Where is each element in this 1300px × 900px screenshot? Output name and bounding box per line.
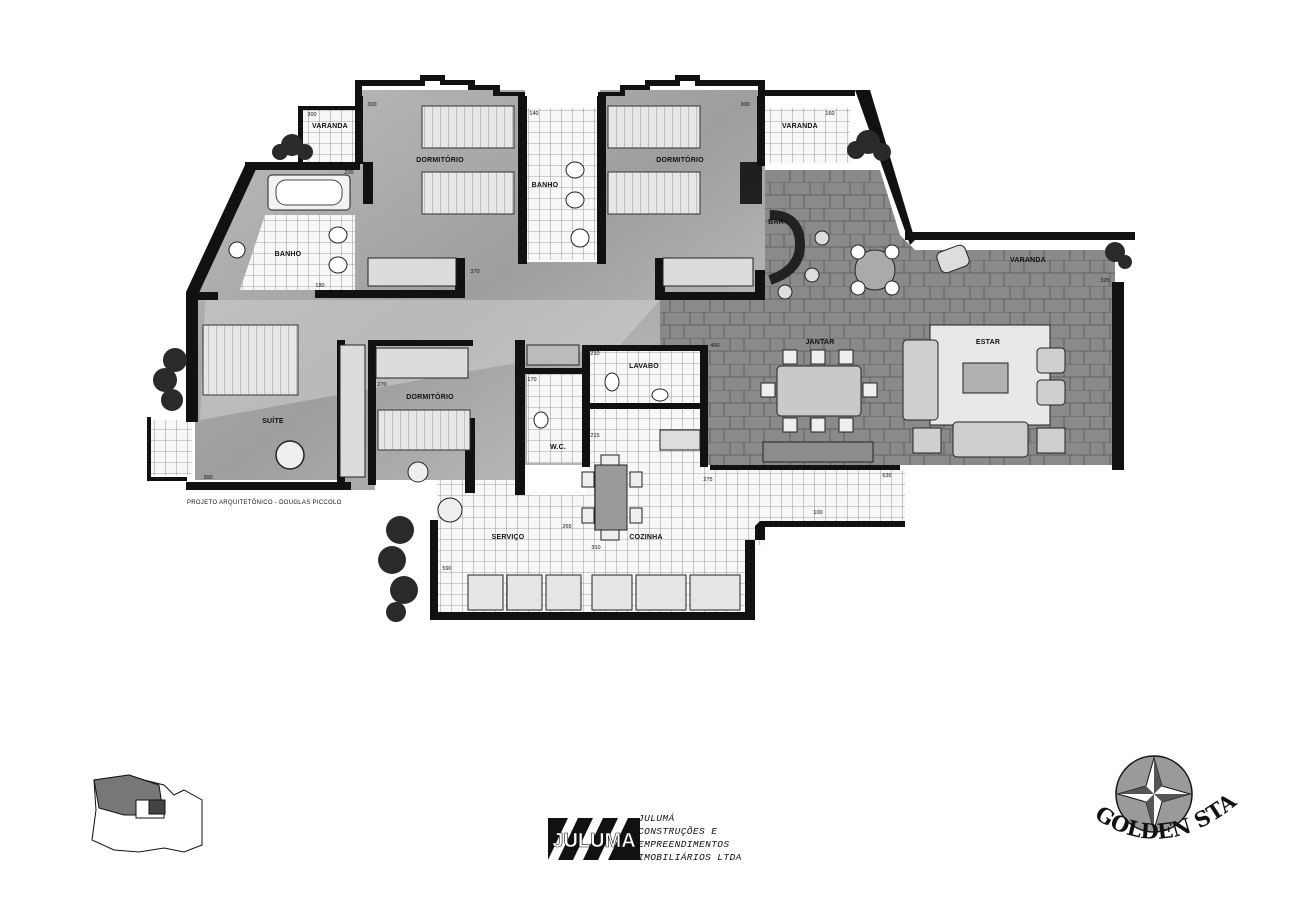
svg-text:210: 210 bbox=[590, 351, 599, 357]
room-label-cozinha: COZINHA bbox=[629, 534, 662, 541]
svg-text:370: 370 bbox=[470, 269, 479, 275]
room-label-lavabo: LAVABO bbox=[629, 363, 659, 370]
room-label-banho: BANHO bbox=[532, 182, 559, 189]
room-label-varanda: VARANDA bbox=[782, 123, 818, 130]
svg-text:200: 200 bbox=[344, 170, 353, 176]
room-label-suite: SUÍTE bbox=[262, 416, 284, 425]
plant-icon bbox=[153, 348, 187, 411]
svg-text:270: 270 bbox=[377, 382, 386, 388]
plants bbox=[153, 130, 1132, 622]
developer-name: JULUMÁ CONSTRUÇÕES E EMPREENDIMENTOS IMO… bbox=[638, 813, 742, 863]
golden-star-logo: GOLDEN STAR bbox=[1080, 748, 1241, 844]
bed-icon bbox=[421, 105, 515, 149]
location-keymap bbox=[91, 774, 203, 853]
developer-logo: JULUMA JULUMÁ CONSTRUÇÕES E EMPREENDIMEN… bbox=[548, 812, 808, 872]
room-label-estar: ESTAR bbox=[976, 339, 1000, 346]
room-label-dormitorio: DORMITÓRIO bbox=[656, 155, 704, 164]
svg-text:590: 590 bbox=[442, 566, 451, 572]
room-label-jantar: JANTAR bbox=[805, 339, 834, 346]
svg-text:635: 635 bbox=[882, 473, 891, 479]
svg-text:310: 310 bbox=[591, 545, 600, 551]
svg-text:300: 300 bbox=[740, 102, 749, 108]
room-label-varanda: VARANDA bbox=[312, 123, 348, 130]
svg-text:300: 300 bbox=[307, 112, 316, 118]
bed-icon bbox=[607, 105, 701, 149]
plant-icon bbox=[847, 130, 891, 161]
svg-text:325: 325 bbox=[1100, 278, 1109, 284]
svg-text:300: 300 bbox=[367, 102, 376, 108]
svg-text:300: 300 bbox=[203, 475, 212, 481]
bed-icon bbox=[202, 324, 299, 396]
bed-icon bbox=[607, 171, 701, 215]
plant-icon bbox=[272, 134, 313, 160]
varanda-right-floor bbox=[765, 108, 850, 163]
room-label-servico: SERVIÇO bbox=[492, 534, 525, 541]
room-label-dormitorio: DORMITÓRIO bbox=[416, 155, 464, 164]
dimension-labels: 300 300 300 200 140 160 370 180 325 270 … bbox=[203, 102, 1109, 572]
room-label-wc: W.C. bbox=[550, 444, 566, 451]
svg-text:140: 140 bbox=[529, 111, 538, 117]
svg-text:JULUMA: JULUMA bbox=[552, 830, 635, 852]
svg-text:180: 180 bbox=[315, 283, 324, 289]
bed-icon bbox=[421, 171, 515, 215]
svg-text:100: 100 bbox=[813, 510, 822, 516]
room-label-varanda: VARANDA bbox=[1010, 257, 1046, 264]
room-label-dormitorio: DORMITÓRIO bbox=[406, 392, 454, 401]
room-label-bar: BAR bbox=[768, 219, 784, 226]
svg-text:265: 265 bbox=[562, 524, 571, 530]
svg-text:400: 400 bbox=[710, 343, 719, 349]
plant-icon bbox=[378, 516, 418, 622]
bed-icon bbox=[377, 409, 471, 451]
svg-text:160: 160 bbox=[825, 111, 834, 117]
svg-text:275: 275 bbox=[703, 477, 712, 483]
room-labels: VARANDA DORMITÓRIO BANHO DORMITÓRIO VARA… bbox=[262, 123, 1046, 541]
plant-icon bbox=[1105, 242, 1132, 269]
architect-credit: PROJETO ARQUITETÔNICO - DOUGLAS PICCOLO bbox=[187, 500, 342, 506]
svg-text:170: 170 bbox=[527, 377, 536, 383]
juluma-logo-mark: JULUMA bbox=[548, 818, 640, 860]
svg-text:215: 215 bbox=[590, 433, 599, 439]
room-label-banho: BANHO bbox=[275, 251, 302, 258]
furniture bbox=[202, 105, 1066, 611]
